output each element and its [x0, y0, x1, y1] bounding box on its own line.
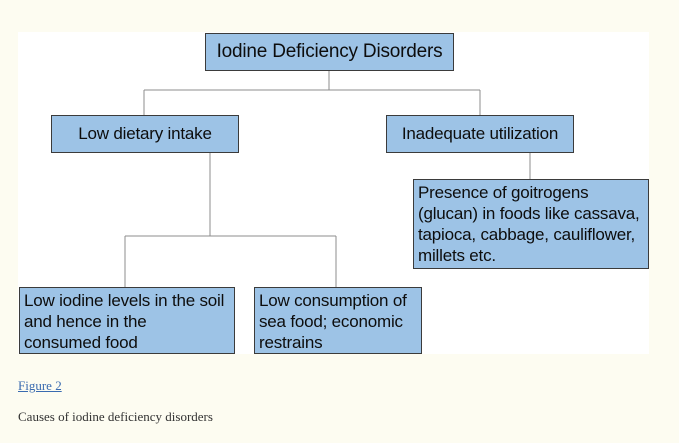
figure-link[interactable]: Figure 2 [18, 378, 62, 393]
node-text-line: tapioca, cabbage, cauliflower, [418, 225, 636, 244]
diagram-panel: Iodine Deficiency Disorders Low dietary … [18, 32, 649, 354]
node-iodine-deficiency-disorders: Iodine Deficiency Disorders [205, 33, 454, 71]
node-text-line: restrains [259, 333, 323, 352]
node-low-iodine-levels-soil: Low iodine levels in the soil and hence … [19, 287, 235, 354]
node-presence-of-goitrogens: Presence of goitrogens (glucan) in foods… [413, 179, 649, 269]
node-low-consumption-sea-food: Low consumption of sea food; economic re… [254, 287, 422, 354]
node-text-line: consumed food [24, 333, 138, 352]
node-inadequate-utilization: Inadequate utilization [386, 115, 574, 153]
node-low-dietary-intake: Low dietary intake [51, 115, 239, 153]
node-text-line: sea food; economic [259, 312, 403, 331]
node-text-line: and hence in the [24, 312, 147, 331]
node-text-line: Presence of goitrogens [418, 183, 589, 202]
figure-caption: Causes of iodine deficiency disorders [18, 409, 213, 424]
node-text-line: (glucan) in foods like cassava, [418, 204, 640, 223]
node-text-line: millets etc. [418, 246, 496, 265]
node-text-line: Low consumption of [259, 291, 407, 310]
node-text-line: Low iodine levels in the soil [24, 291, 225, 310]
connector-lines [124, 71, 531, 287]
